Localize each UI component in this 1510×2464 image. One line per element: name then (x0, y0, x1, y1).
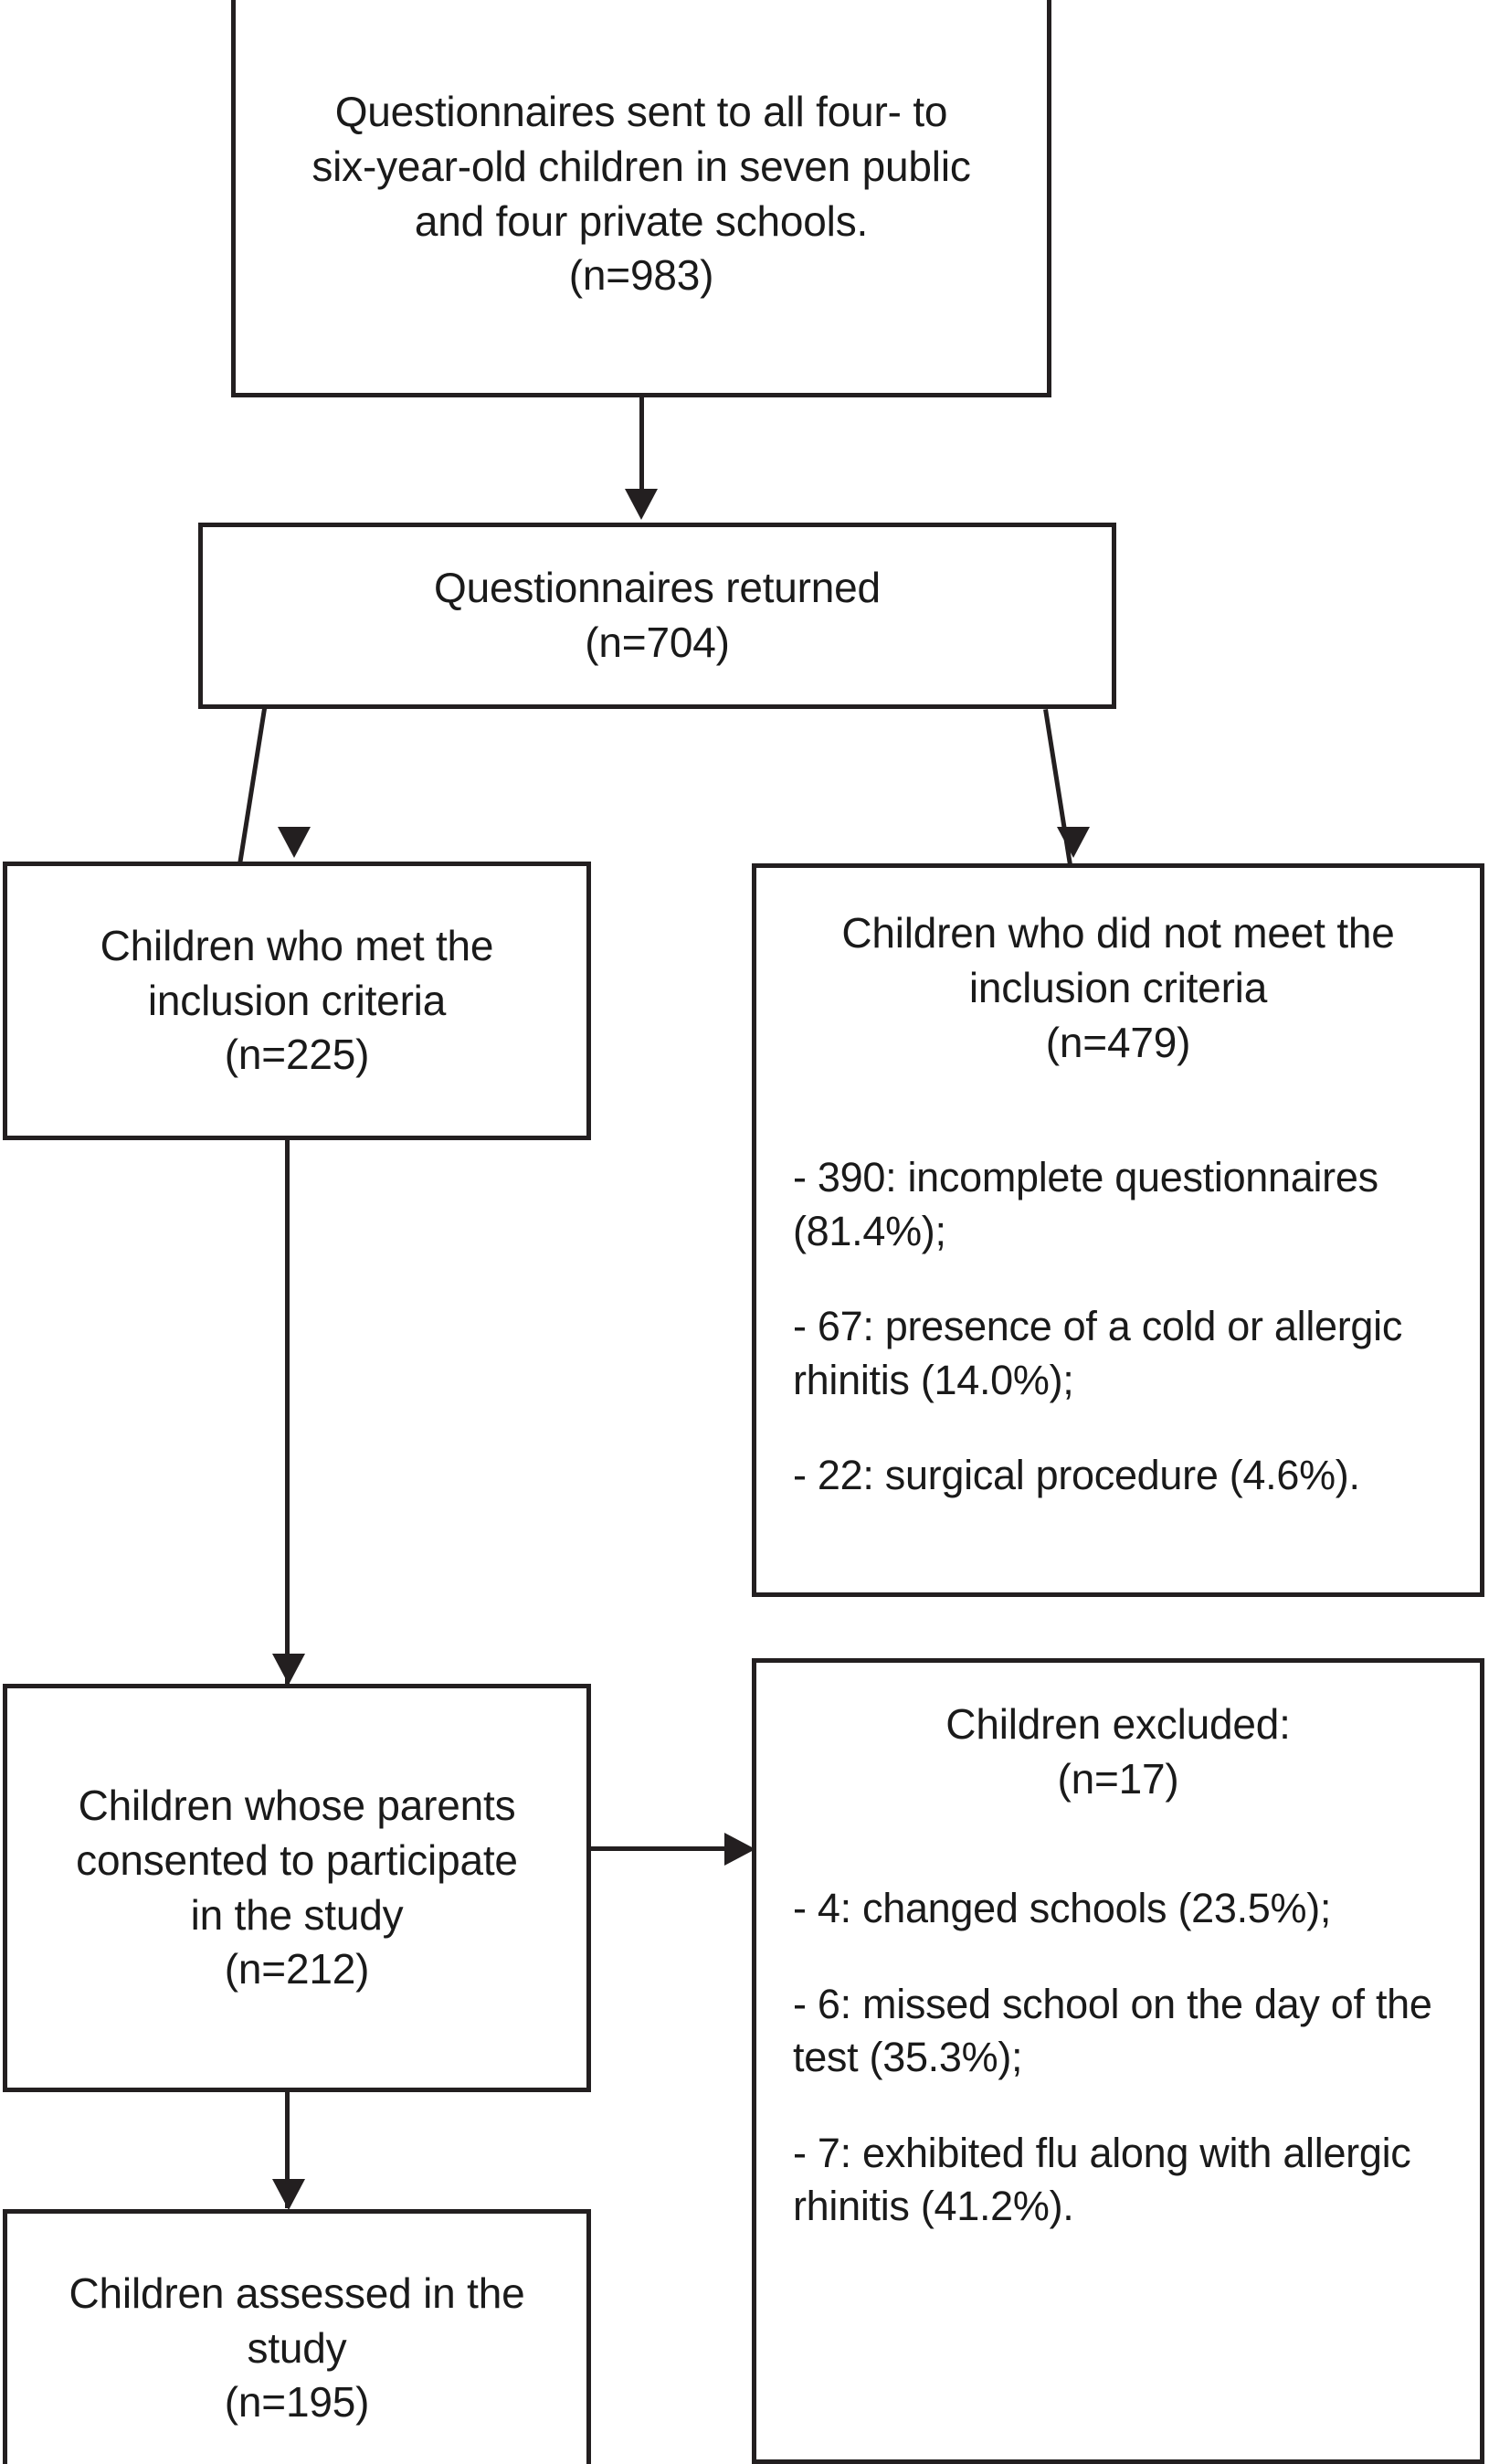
edge-sent-to-returned-arrowhead (625, 489, 658, 520)
text-line: consented to participate (76, 1835, 518, 1884)
list-item: - 6: missed school on the day of the tes… (793, 1980, 1432, 2081)
edge-returned-to-met-arrowhead (278, 827, 311, 858)
edge-consented-to-assessed-line (285, 2092, 290, 2208)
node-children-assessed: Children assessed in the study (n=195) (3, 2209, 591, 2464)
node-did-not-meet-bullet-list: - 390: incomplete questionnaires (81.4%)… (793, 1151, 1460, 1503)
node-count: (n=195) (224, 2378, 370, 2427)
text-line: Questionnaires sent to all four- to (334, 87, 948, 135)
node-children-excluded-bullet-list: - 4: changed schools (23.5%); - 6: misse… (793, 1882, 1460, 2234)
node-met-inclusion-criteria: Children who met the inclusion criteria … (3, 862, 591, 1140)
node-count: (n=225) (224, 1031, 370, 1079)
edge-met-to-consented-arrowhead (272, 1654, 305, 1685)
node-parents-consented: Children whose parents consented to part… (3, 1684, 591, 2092)
node-count: (n=479) (1045, 1018, 1191, 1066)
text-line: Children assessed in the (69, 2268, 525, 2317)
node-count: (n=212) (224, 1945, 370, 1993)
text-line: Children who did not meet the (841, 909, 1395, 957)
text-line: six-year-old children in seven public (312, 142, 971, 190)
list-item: - 4: changed schools (23.5%); (793, 1885, 1332, 1931)
edge-returned-to-met-line (237, 708, 267, 868)
list-item: - 67: presence of a cold or allergic rhi… (793, 1303, 1403, 1403)
text-line: Children whose parents (78, 1781, 516, 1829)
node-questionnaires-sent-text: Questionnaires sent to all four- to six-… (236, 85, 1047, 303)
node-children-excluded: Children excluded: (n=17) - 4: changed s… (752, 1658, 1484, 2464)
node-questionnaires-returned: Questionnaires returned (n=704) (198, 523, 1116, 709)
text-line: Children who met the (100, 921, 494, 969)
node-count: (n=983) (568, 251, 714, 300)
node-questionnaires-returned-text: Questionnaires returned (n=704) (203, 561, 1112, 671)
node-did-not-meet-text: Children who did not meet the inclusion … (756, 906, 1480, 1070)
node-children-assessed-text: Children assessed in the study (n=195) (7, 2267, 586, 2430)
node-questionnaires-sent: Questionnaires sent to all four- to six-… (231, 0, 1051, 397)
node-parents-consented-text: Children whose parents consented to part… (7, 1779, 586, 1997)
list-item: - 390: incomplete questionnaires (81.4%)… (793, 1154, 1378, 1254)
text-line: and four private schools. (414, 196, 869, 245)
text-line: study (247, 2323, 347, 2372)
text-line: Children excluded: (945, 1700, 1291, 1748)
list-item: - 7: exhibited flu along with allergic r… (793, 2129, 1411, 2230)
edge-consented-to-excluded-arrowhead (724, 1833, 755, 1866)
edge-sent-to-returned-line (639, 397, 644, 492)
edge-consented-to-excluded-line (589, 1846, 735, 1851)
edge-met-to-consented-line (285, 1140, 290, 1684)
node-count: (n=704) (585, 619, 730, 666)
node-count: (n=17) (1057, 1754, 1179, 1803)
node-children-excluded-text: Children excluded: (n=17) (756, 1697, 1480, 1807)
node-met-inclusion-criteria-text: Children who met the inclusion criteria … (7, 919, 586, 1083)
text-line: Questionnaires returned (434, 564, 881, 612)
text-line: inclusion criteria (968, 963, 1268, 1011)
edge-returned-to-notmet-arrowhead (1057, 827, 1090, 858)
node-did-not-meet-inclusion-criteria: Children who did not meet the inclusion … (752, 863, 1484, 1597)
text-line: inclusion criteria (147, 976, 447, 1024)
list-item: - 22: surgical procedure (4.6%). (793, 1452, 1360, 1498)
edge-consented-to-assessed-arrowhead (272, 2179, 305, 2210)
text-line: in the study (190, 1890, 404, 1939)
